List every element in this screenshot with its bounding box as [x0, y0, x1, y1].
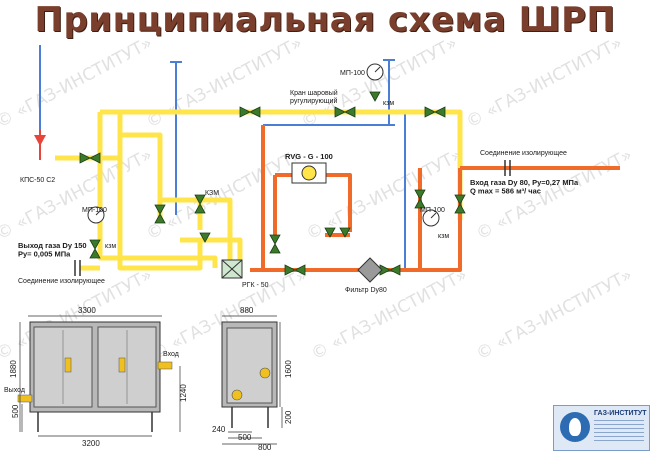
dim-side-base-3: 800	[258, 443, 272, 451]
dim-side-leg: 200	[284, 410, 293, 424]
dim-height-inlet: 1240	[179, 384, 188, 402]
ball-valve-icon	[154, 213, 166, 224]
valves	[79, 91, 466, 276]
watermark: © «ГАЗ-ИНСТИТУТ»	[143, 145, 306, 244]
dim-side-height: 1600	[284, 360, 293, 378]
label-insulating-joint-right: Соединение изолирующее	[480, 150, 567, 157]
dim-side-width: 880	[240, 306, 254, 315]
ball-valve-icon	[154, 204, 166, 215]
logo-mark-icon	[560, 412, 590, 442]
watermark: © «ГАЗ-ИНСТИТУТ»	[463, 33, 626, 132]
label-inlet: Вход	[163, 351, 179, 358]
ball-valve-icon	[194, 203, 206, 214]
ball-valve-icon	[284, 264, 296, 276]
ball-valve-icon	[89, 152, 101, 164]
label-mp100-left: МП-100	[82, 207, 107, 214]
ball-valve-icon	[414, 189, 426, 200]
equipment	[74, 160, 511, 283]
logo-lines	[594, 420, 644, 444]
page-title: Принципиальная схема ШРП	[34, 0, 616, 40]
label-kzm-mid: КЗМ	[205, 190, 219, 197]
relief-valve-icon	[34, 135, 46, 146]
label-outlet: Выход	[4, 387, 25, 394]
ball-valve-icon	[334, 106, 346, 118]
ball-valve-icon	[194, 194, 206, 205]
ball-valve-icon	[89, 239, 101, 250]
label-kzm-right: кзм	[438, 233, 449, 240]
relief-pipe	[34, 130, 46, 160]
label-rgk: РГК - 50	[242, 282, 269, 289]
ball-valve-icon	[269, 234, 281, 245]
ball-valve-icon	[344, 106, 356, 118]
ball-valve-icon	[249, 106, 261, 118]
ball-valve-icon	[269, 243, 281, 254]
label-mp100-top: МП-100	[340, 70, 365, 77]
ball-valve-icon	[339, 227, 351, 238]
label-insulating-joint-left: Соединение изолирующее	[18, 278, 105, 285]
ball-valve-icon	[389, 264, 401, 276]
ball-valve-icon	[324, 227, 336, 238]
dim-height-total: 1880	[9, 360, 18, 378]
ball-valve-icon	[454, 194, 466, 205]
dim-height-outlet: 500	[11, 404, 20, 418]
label-kzm-top: кзм	[383, 100, 394, 107]
label-kzm-left: кзм	[105, 243, 116, 250]
ball-valve-icon	[239, 106, 251, 118]
ball-valve-icon	[294, 264, 306, 276]
dim-side-base-2: 500	[238, 433, 252, 442]
cabinet-side-view: 880 1600 200 240 500 800	[212, 306, 293, 451]
ball-valve-icon	[89, 248, 101, 259]
ball-valve-icon	[79, 152, 91, 164]
watermark: © «ГАЗ-ИНСТИТУТ»	[308, 265, 471, 364]
watermark: © «ГАЗ-ИНСТИТУТ»	[298, 33, 461, 132]
watermark: © «ГАЗ-ИНСТИТУТ»	[143, 33, 306, 132]
dim-width-top: 3300	[78, 306, 96, 315]
dim-side-base-1: 240	[212, 425, 226, 434]
label-filter: Фильтр Dy80	[345, 287, 387, 294]
label-rvg: RVG - G - 100	[285, 152, 333, 161]
watermark: © «ГАЗ-ИНСТИТУТ»	[473, 265, 636, 364]
ball-valve-icon	[434, 106, 446, 118]
ball-valve-icon	[454, 203, 466, 214]
ball-valve-icon	[424, 106, 436, 118]
filter-icon	[357, 257, 383, 283]
pressure-gauges	[87, 63, 440, 227]
dim-width-bottom: 3200	[82, 439, 100, 448]
ball-valve-icon	[369, 91, 381, 102]
ball-valve-icon	[199, 232, 211, 243]
company-logo: ГАЗ-ИНСТИТУТ	[553, 405, 650, 451]
cabinet-front-view: 3300 3200 1880 500 1240 Вход Выход	[4, 306, 188, 448]
label-kps: КПС-50 С2	[20, 177, 55, 184]
logo-title: ГАЗ-ИНСТИТУТ	[594, 410, 647, 417]
ball-valve-icon	[414, 198, 426, 209]
watermark: © «ГАЗ-ИНСТИТУТ»	[0, 33, 156, 132]
label-mp100-right: МП-100	[420, 207, 445, 214]
